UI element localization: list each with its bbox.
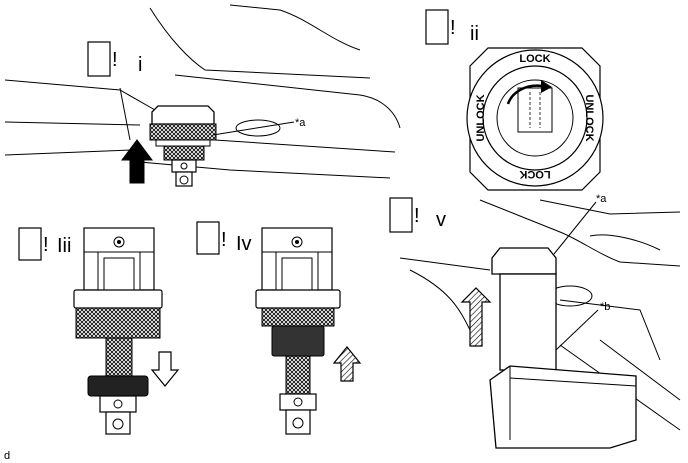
- loosen-down-arrow: [150, 351, 180, 387]
- callout-a: *a: [596, 193, 607, 205]
- panel-step-4: ! Iv: [196, 221, 362, 435]
- step-number: Iv: [236, 233, 252, 255]
- callout-a: *a: [295, 117, 306, 129]
- panel-step-5: ! v *a *b: [389, 193, 681, 449]
- oil-filter-cap-tool: [255, 227, 341, 435]
- step-marker: !: [450, 17, 456, 39]
- illustration-code: d: [4, 450, 10, 462]
- cap-label-top: LOCK: [519, 53, 550, 65]
- oil-filter-cap: [149, 105, 217, 187]
- step-marker: !: [112, 49, 118, 71]
- cap-label-left: UNLOCK: [475, 94, 487, 141]
- step-number: i: [138, 54, 142, 76]
- step-number: Iii: [57, 235, 71, 257]
- cap-label-bottom: LOCK: [519, 168, 550, 180]
- step-marker: !: [43, 234, 49, 256]
- panel-step-2: ! ii LOCK LOCK UNLOCK UNLOCK: [425, 9, 604, 191]
- tighten-up-arrow: [332, 346, 362, 382]
- panel-step-1: *a ! i: [4, 4, 401, 187]
- step-marker: !: [414, 205, 420, 227]
- socket-wrench: [489, 247, 637, 449]
- tighten-up-arrow: [121, 139, 153, 184]
- step-number: v: [436, 209, 446, 231]
- step-marker: !: [221, 229, 227, 251]
- oil-filter-cap-tool: [73, 227, 163, 435]
- panel-step-3: ! Iii: [18, 227, 180, 435]
- callout-b: *b: [600, 301, 610, 313]
- tighten-up-arrow: [460, 287, 492, 347]
- cap-label-right: UNLOCK: [583, 94, 595, 141]
- lock-direction-arrow: [541, 80, 552, 93]
- step-number: ii: [470, 23, 479, 45]
